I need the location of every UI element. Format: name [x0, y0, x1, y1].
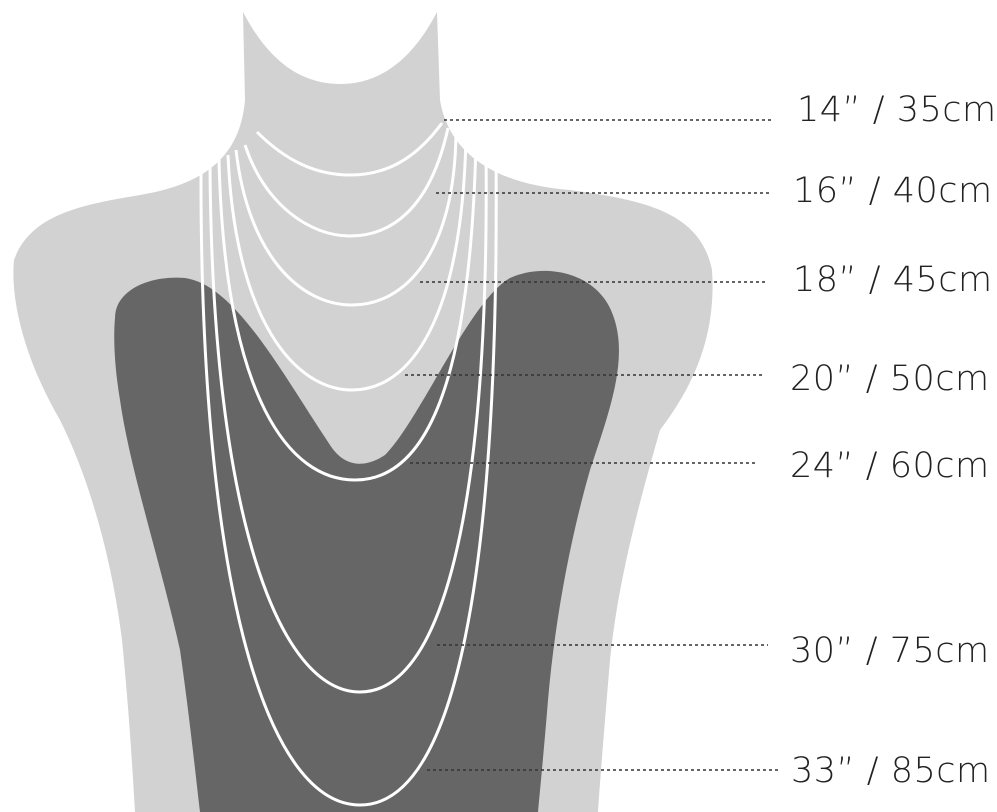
length-label-30in: 30” / 75cm — [790, 634, 990, 669]
length-label-18in: 18” / 45cm — [793, 263, 993, 298]
length-label-14in: 14” / 35cm — [797, 93, 997, 128]
length-label-33in: 33” / 85cm — [791, 754, 991, 789]
length-label-20in: 20” / 50cm — [790, 362, 990, 397]
length-label-16in: 16” / 40cm — [793, 174, 993, 209]
length-label-24in: 24” / 60cm — [790, 449, 990, 484]
